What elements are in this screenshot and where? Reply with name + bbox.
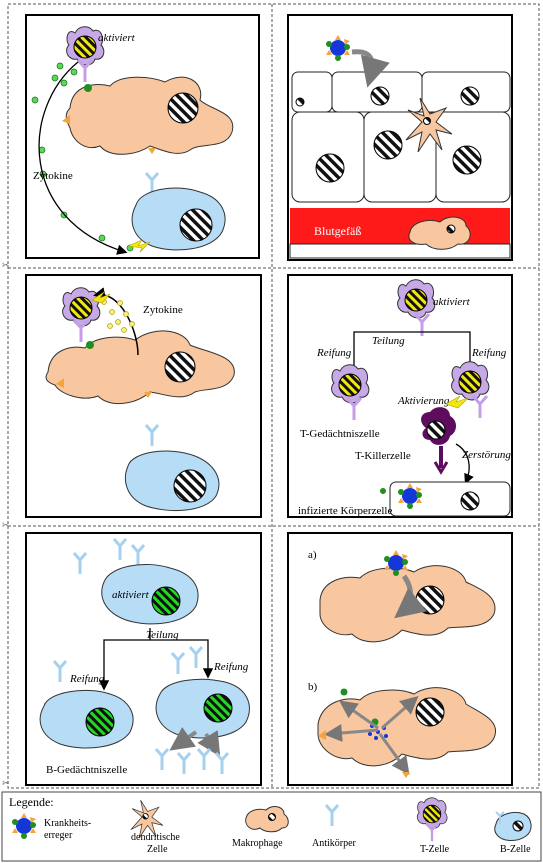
label-a: a) (308, 549, 317, 561)
svg-text:✂: ✂ (2, 779, 10, 789)
svg-text:✂: ✂ (2, 521, 10, 531)
label-activation: Aktivierung (397, 395, 450, 407)
label-activated: aktiviert (112, 589, 150, 601)
label-activated: aktiviert (433, 296, 471, 308)
label-memory: B-Gedächtniszelle (46, 764, 127, 776)
grid-lines (7, 3, 540, 789)
label-maturation-right: Reifung (213, 661, 249, 673)
scissors-icon: ✂ ✂ ✂ (2, 261, 10, 789)
legend-bcell-icon (494, 811, 532, 841)
label-maturation-right: Reifung (471, 347, 507, 359)
label-destruction: Zerstörung (462, 449, 511, 461)
panel-6: a) b) (287, 532, 513, 786)
svg-text:erreger: erreger (44, 830, 73, 841)
legend-title: Legende: (9, 795, 54, 809)
label-b: b) (308, 681, 318, 693)
svg-text:Zelle: Zelle (147, 844, 168, 855)
label-killer: T-Killerzelle (355, 450, 411, 462)
svg-text:✂: ✂ (2, 261, 10, 271)
label-maturation-left: Reifung (69, 673, 105, 685)
label-infected: infizierte Körperzelle (298, 505, 392, 517)
svg-text:Antikörper: Antikörper (312, 838, 357, 849)
label-division: Teilung (146, 629, 179, 641)
svg-text:B-Zelle: B-Zelle (500, 844, 531, 855)
label-maturation-left: Reifung (316, 347, 352, 359)
panel-2: Blutgefäß (287, 14, 513, 261)
panel-5: aktiviert Teilung Reifung Reifung B-Gedä… (25, 532, 262, 786)
svg-text:T-Zelle: T-Zelle (420, 844, 450, 855)
panel-1: aktiviert Zytokine (25, 14, 260, 259)
legend: Legende: Krankheits- erreger dendritisch… (1, 791, 542, 862)
label-vessel: Blutgefäß (314, 224, 361, 238)
label-activated: aktiviert (98, 32, 136, 44)
panel-3: Zytokine (25, 274, 262, 518)
label-cytokine: Zytokine (143, 304, 183, 316)
label-cytokine: Zytokine (33, 170, 73, 182)
svg-text:Krankheits-: Krankheits- (44, 818, 91, 829)
cytokines (101, 299, 135, 333)
legend-dendritic-icon (130, 800, 164, 839)
svg-text:dendritische: dendritische (131, 832, 180, 843)
label-division: Teilung (372, 335, 405, 347)
legend-macrophage-icon (245, 806, 289, 833)
svg-text:Makrophage: Makrophage (232, 838, 283, 849)
panel-4: aktiviert Teilung Reifung Reifung T-Gedä… (287, 274, 513, 518)
label-memory: T-Gedächtniszelle (300, 428, 380, 440)
